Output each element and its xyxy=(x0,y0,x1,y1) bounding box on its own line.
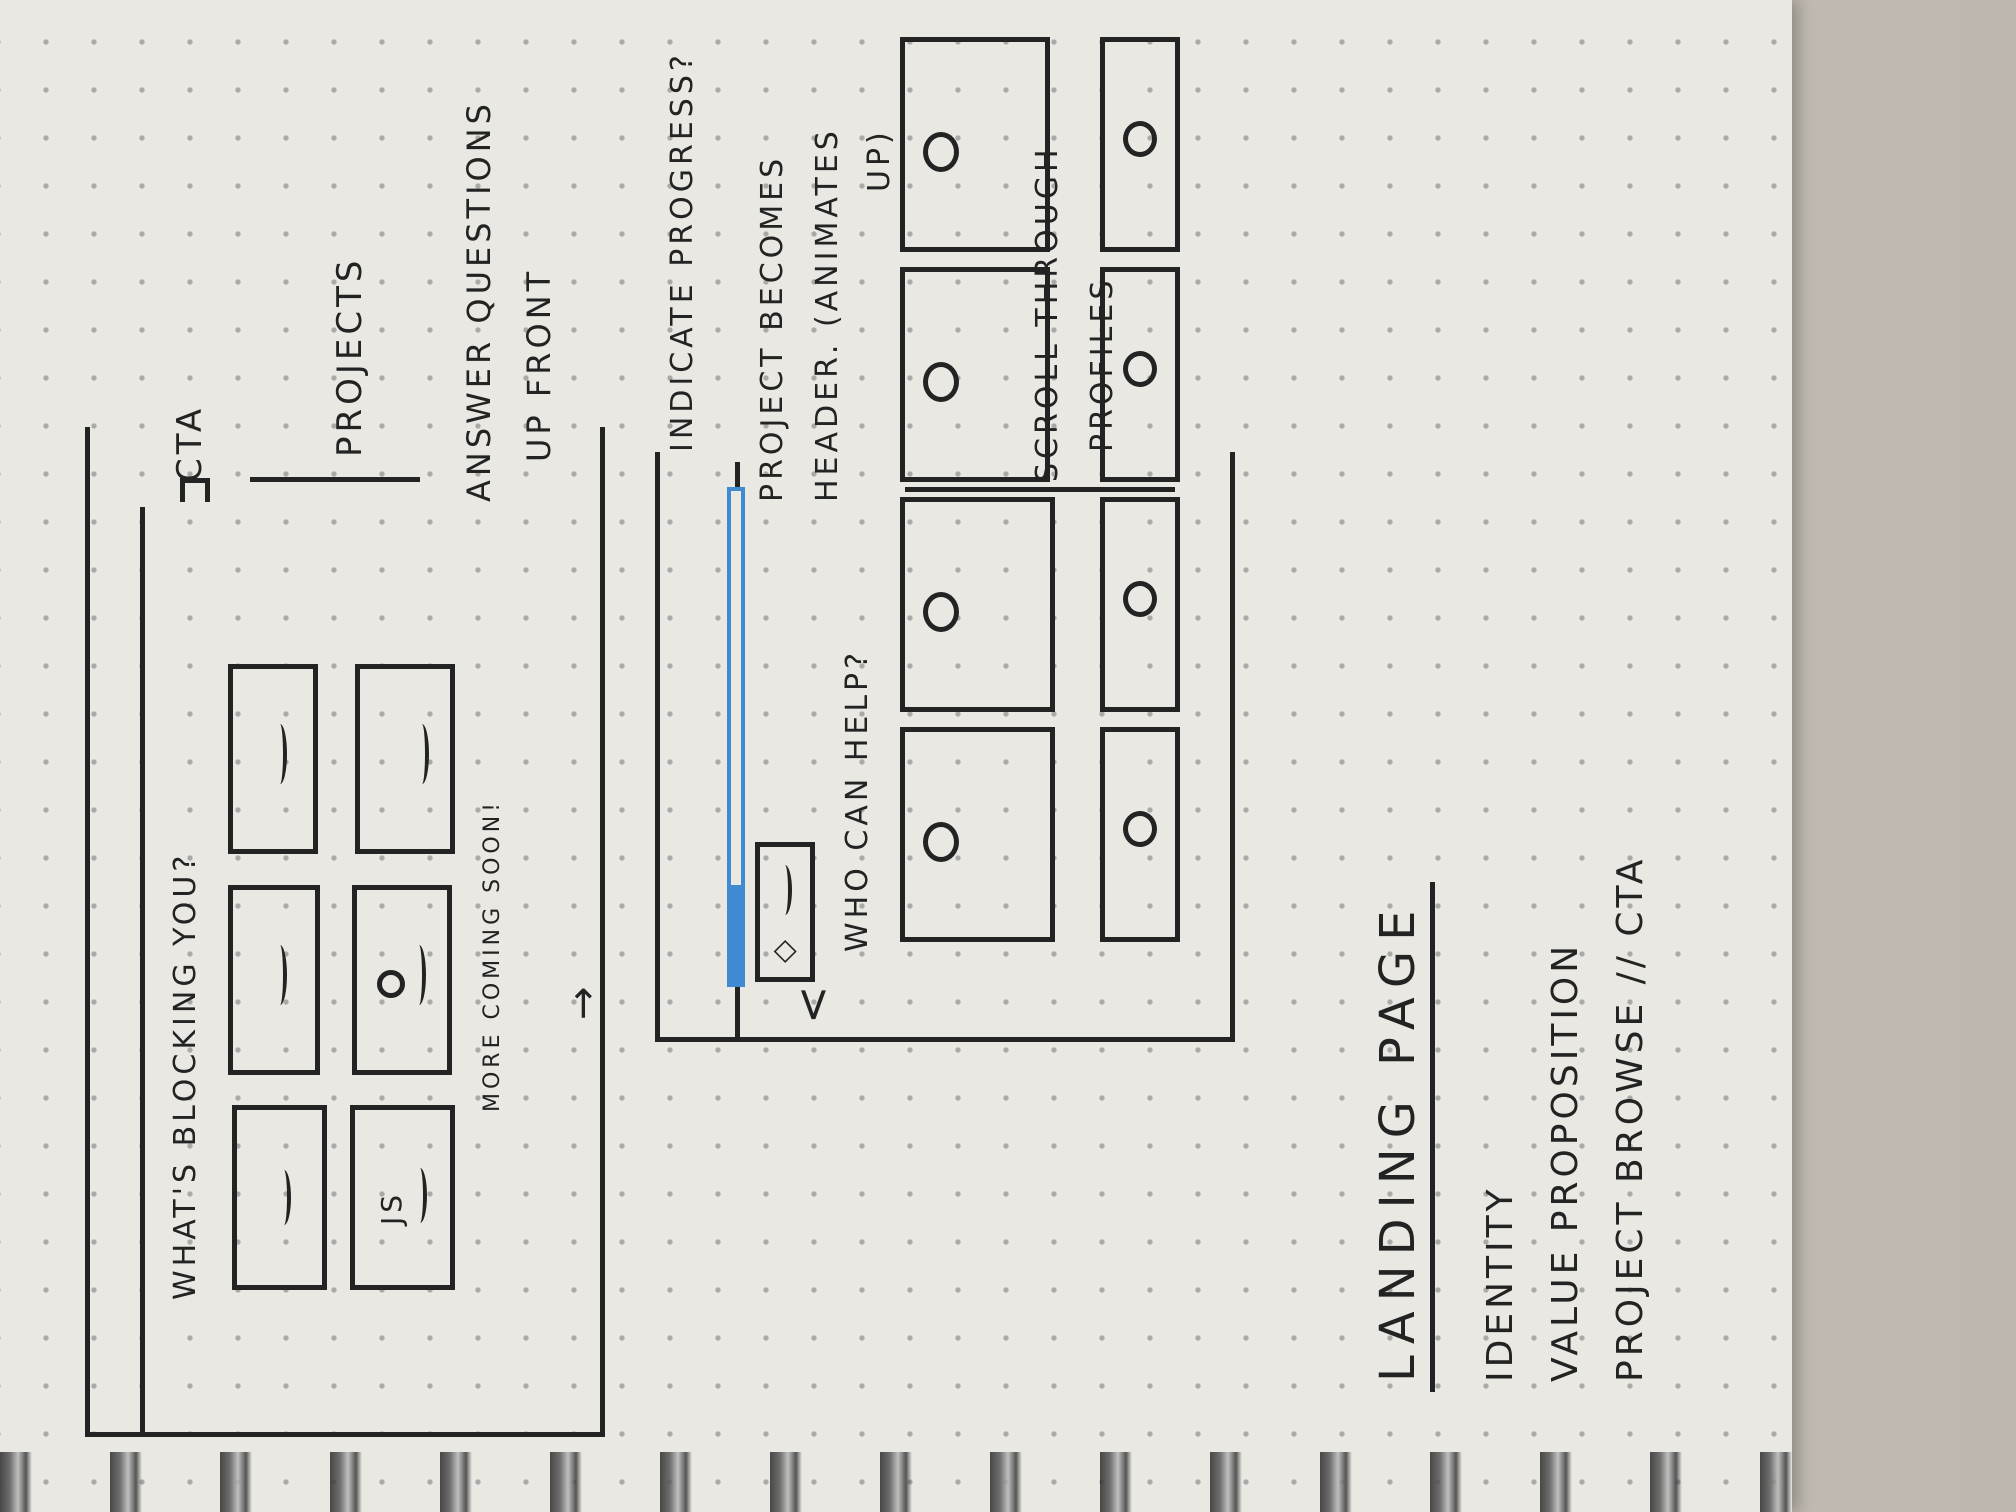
tile-caption xyxy=(273,724,287,784)
profile-card-small[interactable] xyxy=(1100,37,1180,252)
spiral-binding xyxy=(0,1452,1792,1512)
more-coming-soon: MORE COMING SOON! xyxy=(480,799,505,1112)
project-annotation-2: HEADER. (ANIMATES xyxy=(810,127,845,502)
wireframe-1-frame xyxy=(85,427,605,1437)
project-tile[interactable] xyxy=(355,664,455,854)
answer-annotation-1: ANSWER QUESTIONS xyxy=(460,100,498,502)
avatar xyxy=(1123,121,1157,157)
avatar xyxy=(1123,581,1157,617)
profile-card[interactable] xyxy=(900,497,1055,712)
sketch-layer: WHAT'S BLOCKING YOU? JS xyxy=(85,37,1651,1437)
cta-bracket xyxy=(180,478,210,502)
wireframe-1-header-line xyxy=(140,507,145,1437)
cta-annotation: CTA xyxy=(170,404,210,482)
scroll-annotation-2: PROFILES xyxy=(1085,276,1120,452)
notes-bullet-1: IDENTITY xyxy=(1480,1185,1521,1382)
circle-icon xyxy=(377,970,405,998)
notes-bullet-2: VALUE PROPOSITION xyxy=(1545,941,1586,1382)
back-icon[interactable]: < xyxy=(785,981,839,1024)
notebook-page: WHAT'S BLOCKING YOU? JS xyxy=(0,0,1792,1512)
indicate-annotation: INDICATE PROGRESS? xyxy=(665,51,700,452)
scroll-annotation-1: SCROLL THROUGH xyxy=(1030,145,1065,482)
js-icon: JS xyxy=(375,1190,408,1225)
tile-caption xyxy=(273,945,287,1005)
blocking-question: WHAT'S BLOCKING YOU? xyxy=(168,851,203,1300)
profile-card-small[interactable] xyxy=(1100,497,1180,712)
who-can-help: WHO CAN HELP? xyxy=(840,648,875,952)
project-tile[interactable] xyxy=(228,885,320,1075)
project-annotation-1: PROJECT BECOMES xyxy=(755,154,790,502)
profile-card[interactable] xyxy=(900,267,1050,482)
notes-bullet-3: PROJECT BROWSE // CTA xyxy=(1610,855,1651,1382)
scroll-bracket xyxy=(905,487,1175,492)
profile-card[interactable] xyxy=(900,727,1055,942)
notes-title: LANDING PAGE xyxy=(1370,900,1426,1382)
avatar xyxy=(923,822,959,862)
project-tile[interactable] xyxy=(228,664,318,854)
project-tile[interactable] xyxy=(232,1105,327,1290)
project-tile[interactable] xyxy=(352,885,452,1075)
project-header-chip[interactable]: ◇ xyxy=(755,842,815,982)
tile-caption xyxy=(277,1170,291,1225)
diamond-icon: ◇ xyxy=(766,935,801,963)
progress-bar-fill xyxy=(731,884,741,983)
avatar xyxy=(1123,811,1157,847)
avatar xyxy=(923,132,959,172)
answer-annotation-2: UP FRONT xyxy=(520,267,558,462)
avatar xyxy=(923,592,959,632)
tile-caption xyxy=(415,724,429,784)
profile-card-small[interactable] xyxy=(1100,727,1180,942)
projects-bracket xyxy=(250,477,420,482)
avatar xyxy=(1123,351,1157,387)
project-tile[interactable]: JS xyxy=(350,1105,455,1290)
tile-caption xyxy=(412,945,426,1005)
chip-caption xyxy=(778,865,792,915)
tile-caption xyxy=(413,1168,427,1223)
notes-title-underline xyxy=(1430,882,1435,1392)
profile-card[interactable] xyxy=(900,37,1050,252)
project-annotation-3: UP) xyxy=(862,128,897,192)
arrow-right-icon: → xyxy=(560,982,606,1020)
projects-annotation: PROJECTS xyxy=(330,256,370,458)
progress-bar xyxy=(727,487,745,987)
avatar xyxy=(923,362,959,402)
